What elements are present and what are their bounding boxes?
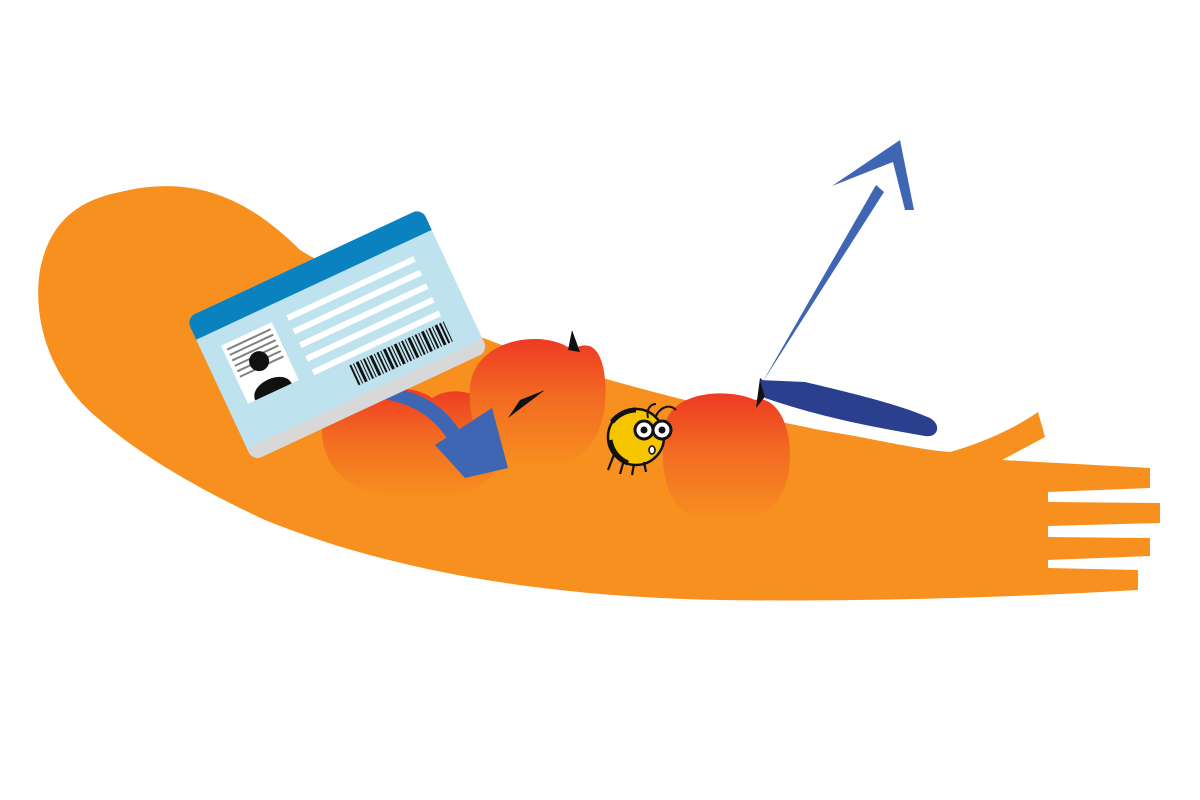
leaf-icon xyxy=(508,390,545,418)
bee-pupil xyxy=(640,426,648,434)
apple-icon xyxy=(662,393,790,523)
id-card-icon xyxy=(186,208,489,462)
card-text-lines xyxy=(286,256,442,376)
person-icon xyxy=(249,351,292,401)
card-footer-band xyxy=(246,338,489,462)
arrow-base-bar xyxy=(760,380,938,437)
bee-icon xyxy=(606,403,677,476)
rising-arrow-shaft xyxy=(762,185,884,383)
curved-arrow-shaft xyxy=(300,386,462,440)
bee-antenna xyxy=(654,405,677,419)
card-header-band xyxy=(186,208,432,340)
bee-stripe xyxy=(610,407,637,424)
stem-icon xyxy=(568,330,580,352)
bee-stripe xyxy=(607,439,630,466)
apple-icon xyxy=(469,339,606,469)
rising-arrow-head xyxy=(832,140,914,210)
curved-arrow-head xyxy=(435,408,508,478)
bee-antenna xyxy=(646,403,657,419)
apples-group xyxy=(322,330,790,523)
curved-arrow-icon xyxy=(300,386,508,478)
bee-mouth xyxy=(648,445,656,455)
bee-legs xyxy=(606,451,648,476)
barcode-icon xyxy=(349,321,453,386)
card-body xyxy=(186,208,489,462)
rising-arrow-icon xyxy=(760,140,938,437)
bee-pupil xyxy=(658,426,666,434)
card-photo xyxy=(221,322,299,404)
